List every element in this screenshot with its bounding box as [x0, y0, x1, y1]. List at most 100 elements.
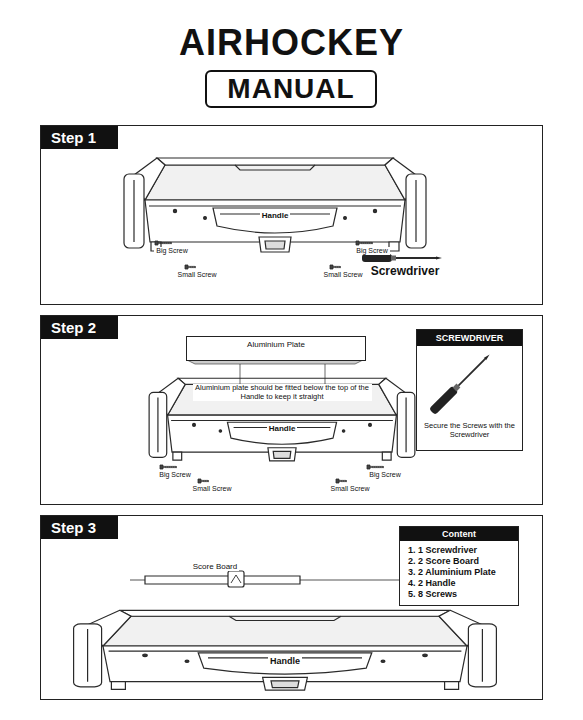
screw-hole: [342, 430, 344, 432]
corner-post-line: [415, 180, 416, 242]
step-panel: Step 2SCREWDRIVERSecure the Screws with …: [40, 315, 543, 505]
step-tab: Step 1: [41, 126, 118, 149]
screw-hole: [381, 660, 385, 662]
part-label: Handle: [267, 424, 298, 433]
note: Aluminium plate should be fitted below t…: [193, 384, 372, 401]
content-heading: Content: [400, 527, 518, 541]
corner-post: [74, 624, 102, 687]
part-label: Big Screw: [367, 471, 403, 479]
screw-thread: [173, 466, 174, 469]
screw-shaft: [188, 266, 196, 267]
screw-head: [160, 465, 163, 469]
corner-post-line: [482, 629, 483, 682]
screw-head: [155, 241, 158, 245]
puck-drop: [259, 237, 291, 252]
screw-head: [185, 265, 188, 269]
screw-shaft: [339, 480, 347, 481]
part-label: Small Screw: [329, 485, 372, 493]
puck-drop-inner: [265, 241, 285, 249]
inset-note: Secure the Screws with the Screwdriver: [417, 420, 522, 444]
playfield: [168, 384, 397, 415]
screw-thread: [205, 480, 206, 483]
screwdriver-ferrule: [391, 256, 396, 261]
screw-thread: [369, 242, 370, 245]
screw-icon: [367, 465, 384, 469]
screw-thread: [380, 466, 381, 469]
screw-icon: [356, 241, 373, 245]
goal-slot: [229, 616, 341, 620]
goal-slot: [235, 165, 315, 170]
screwdriver-handle: [362, 254, 392, 262]
screwdriver-icon: [429, 351, 493, 415]
screwdriver-icon: [362, 254, 442, 262]
screw-thread: [343, 480, 344, 483]
leg: [111, 682, 125, 690]
screw-thread: [341, 480, 342, 483]
part-label: Big Screw: [157, 471, 193, 479]
screw-thread: [166, 242, 167, 245]
screw-hole: [143, 654, 147, 657]
screw-thread: [165, 466, 166, 469]
screw-hole: [369, 423, 372, 426]
title: AIRHOCKEY: [0, 22, 583, 64]
screwdriver-tip: [484, 353, 491, 360]
leg: [445, 682, 459, 690]
screw-thread: [170, 242, 171, 245]
part-label: Big Screw: [354, 247, 390, 255]
screw-thread: [378, 466, 379, 469]
content-item: 4. 2 Handle: [400, 578, 518, 588]
screw-hole: [219, 430, 221, 432]
screw-thread: [337, 266, 338, 269]
handle: [213, 208, 337, 233]
screw-thread: [164, 242, 165, 245]
screw-icon: [155, 241, 172, 245]
leg: [389, 242, 399, 251]
back-rail: [157, 158, 393, 165]
screw-hole: [204, 217, 207, 220]
screw-icon: [336, 479, 347, 483]
manual-box: MANUAL: [205, 70, 377, 108]
screw-hole: [173, 209, 176, 212]
part-label: Small Screw: [322, 271, 365, 279]
screw-head: [198, 479, 201, 483]
screw-icon: [198, 479, 209, 483]
step-tab: Step 2: [41, 316, 118, 339]
screw-thread: [367, 242, 368, 245]
air-hockey-table: [124, 158, 426, 252]
screw-hole: [185, 660, 189, 662]
screw-head: [356, 241, 359, 245]
screw-shaft: [163, 466, 177, 467]
score-board-bar: [145, 576, 300, 584]
screw-thread: [365, 242, 366, 245]
screw-thread: [335, 266, 336, 269]
part-label: Handle: [260, 211, 291, 220]
puck-drop: [268, 448, 296, 461]
screw-icon: [330, 265, 341, 269]
puck-drop-inner: [273, 451, 291, 458]
score-board-rail: [130, 580, 145, 581]
screw-thread: [345, 480, 346, 483]
screw-shaft: [158, 242, 172, 243]
screw-hole: [344, 217, 347, 220]
score-counter-dial: [231, 575, 241, 583]
front-panel: [145, 200, 405, 242]
plate-label: Aluminium Plate: [187, 340, 365, 349]
screw-head: [330, 265, 333, 269]
screw-icon: [185, 265, 196, 269]
corner-post-line: [405, 398, 406, 453]
corner-post-line: [157, 398, 158, 453]
air-hockey-table: [149, 378, 415, 461]
screw-thread: [371, 242, 372, 245]
screw-thread: [192, 266, 193, 269]
screwdriver-handle: [429, 386, 459, 416]
step-panel: Step 3Content1. 1 Screwdriver2. 2 Score …: [40, 515, 543, 700]
screw-thread: [339, 266, 340, 269]
screw-thread: [207, 480, 208, 483]
corner-post-line: [87, 629, 88, 682]
screw-thread: [382, 466, 383, 469]
screw-hole: [423, 654, 427, 657]
part-label: Big Screw: [154, 247, 190, 255]
handle: [227, 422, 336, 444]
screw-thread: [376, 466, 377, 469]
